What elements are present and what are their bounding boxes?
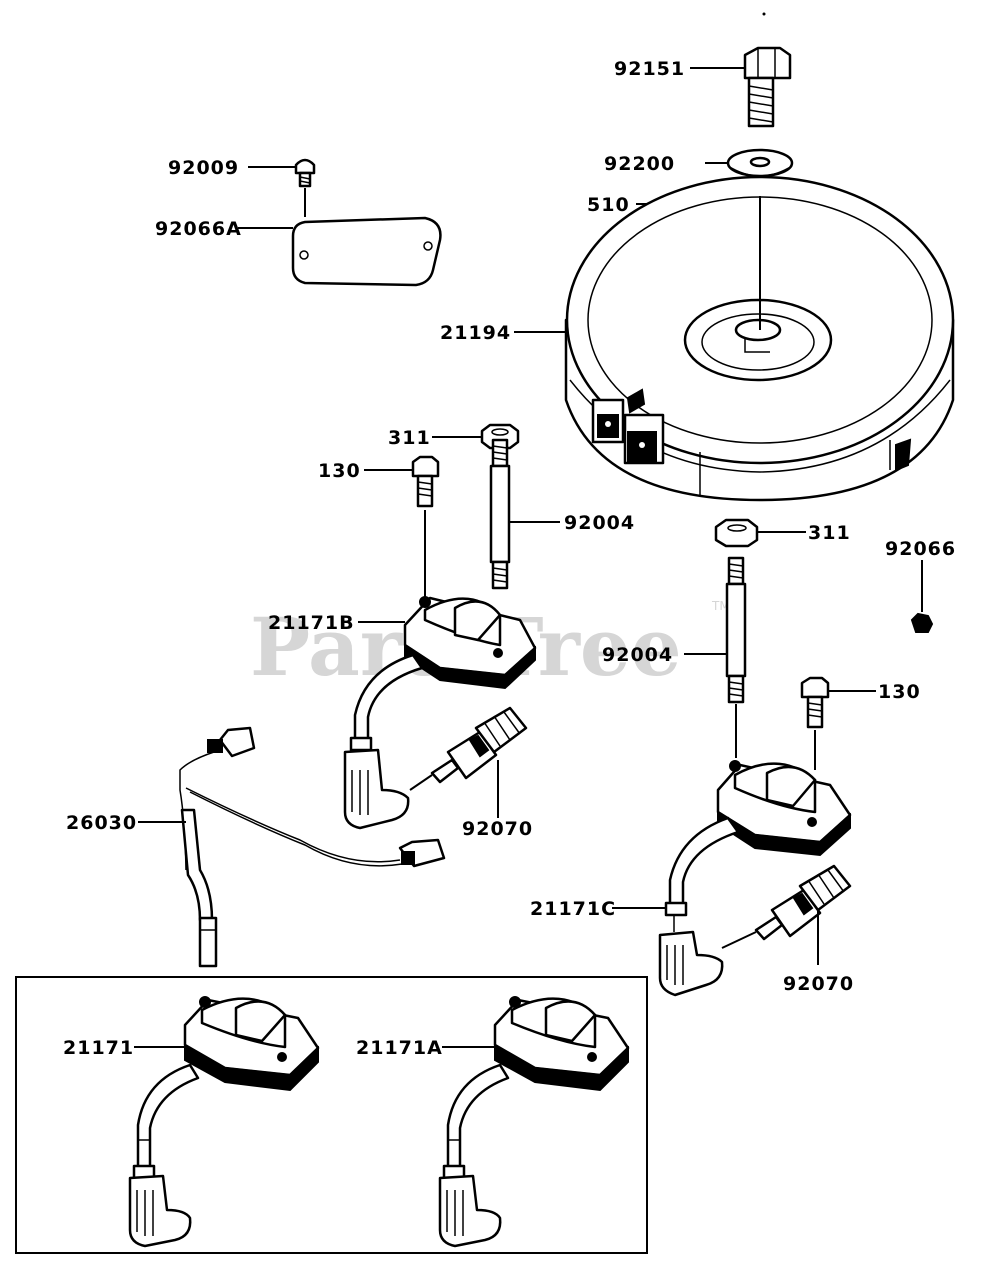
bolt-130-left[interactable] [411,455,440,508]
washer-92200[interactable] [726,148,794,178]
label-92066A: 92066A [155,218,242,240]
nut-311-upper[interactable] [480,423,520,450]
label-92151: 92151 [614,58,685,80]
stud-92004-right[interactable] [725,556,747,704]
bolt-130-right[interactable] [800,676,830,729]
label-92004-right: 92004 [602,644,673,666]
stud-92004-upper[interactable] [489,438,511,590]
ignition-coil-21171B[interactable] [343,596,537,830]
label-130-right: 130 [878,681,921,703]
alternate-parts-box [15,976,648,1254]
label-26030: 26030 [66,812,137,834]
spark-plug-92070-right[interactable] [754,864,852,941]
watermark-trademark: TM [711,599,730,613]
nut-92066[interactable] [910,612,934,633]
corner-dot [762,12,766,16]
label-510: 510 [587,194,630,216]
ignition-coil-21171C[interactable] [658,760,852,997]
label-21171: 21171 [63,1037,134,1059]
label-92070-left: 92070 [462,818,533,840]
label-311-upper: 311 [388,427,431,449]
ignition-coil-21171[interactable] [128,996,320,1248]
plate-92066A[interactable] [291,216,442,287]
nut-311-right[interactable] [714,518,759,548]
label-21171C: 21171C [530,898,616,920]
bolt-92151[interactable] [743,46,792,128]
label-92004-upper: 92004 [564,512,635,534]
label-92009: 92009 [168,157,239,179]
label-21171A: 21171A [356,1037,443,1059]
label-130-left: 130 [318,460,361,482]
label-21171B: 21171B [268,612,355,634]
label-21194: 21194 [440,322,511,344]
label-311-right: 311 [808,522,851,544]
label-92066: 92066 [885,538,956,560]
label-92070-right: 92070 [783,973,854,995]
label-92200: 92200 [604,153,675,175]
screw-92009[interactable] [294,158,316,188]
ignition-coil-21171A[interactable] [438,996,630,1248]
wire-harness-26030[interactable] [179,726,446,968]
spark-plug-92070-left[interactable] [430,706,528,784]
